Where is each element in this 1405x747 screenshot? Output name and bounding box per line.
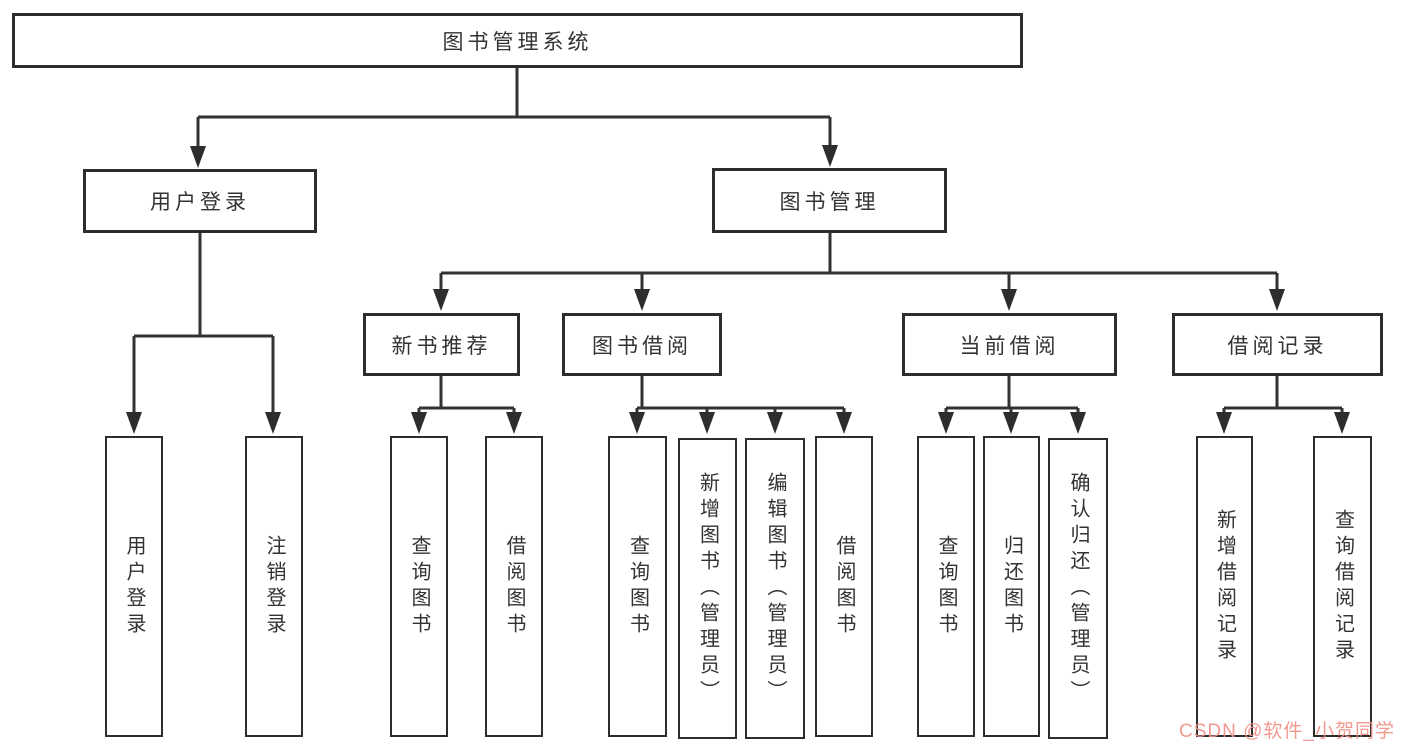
leaf-label: 确认归还（管理员） — [1067, 471, 1089, 706]
edge-bookmgmt-to-level3 — [439, 233, 1279, 291]
arrow-down-icon — [629, 412, 645, 434]
edge-borrow-to-leaves — [635, 376, 846, 414]
leaf-confirm-return-admin: 确认归还（管理员） — [1048, 438, 1108, 739]
leaf-label: 查询图书 — [626, 534, 649, 639]
arrowheads — [126, 145, 1350, 434]
leaf-label: 新增借阅记录 — [1213, 508, 1236, 665]
leaf-label: 查询图书 — [935, 534, 957, 639]
arrow-down-icon — [506, 412, 522, 434]
node-borrow-records: 借阅记录 — [1172, 313, 1383, 376]
leaf-query-books-current: 查询图书 — [917, 436, 975, 737]
leaf-label: 查询借阅记录 — [1331, 508, 1354, 665]
arrow-down-icon — [767, 412, 783, 434]
arrow-down-icon — [1070, 412, 1086, 434]
leaf-borrow-books: 借阅图书 — [815, 436, 873, 737]
arrow-down-icon — [836, 412, 852, 434]
node-current-borrow: 当前借阅 — [902, 313, 1117, 376]
arrow-down-icon — [1269, 289, 1285, 311]
edge-newbook-to-leaves — [417, 376, 516, 414]
node-user-login: 用户登录 — [83, 169, 317, 233]
leaf-label: 用户登录 — [123, 534, 145, 639]
arrow-down-icon — [265, 412, 281, 434]
leaf-edit-book-admin: 编辑图书（管理员） — [745, 438, 805, 739]
arrow-down-icon — [938, 412, 954, 434]
leaf-label: 查询图书 — [408, 534, 430, 639]
csdn-watermark: CSDN @软件_小贺同学 — [1179, 721, 1395, 742]
leaf-label: 归还图书 — [1000, 534, 1023, 639]
leaf-borrow-books-recommend: 借阅图书 — [485, 436, 543, 737]
arrow-down-icon — [1003, 412, 1019, 434]
arrow-down-icon — [433, 289, 449, 311]
arrow-down-icon — [190, 146, 206, 168]
leaf-label: 注销登录 — [263, 534, 285, 639]
leaf-label: 新增图书（管理员） — [696, 471, 719, 706]
node-root-system: 图书管理系统 — [12, 13, 1023, 68]
leaf-query-borrow-record: 查询借阅记录 — [1313, 436, 1372, 737]
leaf-add-borrow-record: 新增借阅记录 — [1196, 436, 1253, 737]
edge-root-to-level2 — [196, 68, 832, 148]
arrow-down-icon — [1001, 289, 1017, 311]
arrow-down-icon — [634, 289, 650, 311]
arrow-down-icon — [411, 412, 427, 434]
edge-userlogin-to-leaves — [132, 233, 275, 414]
leaf-add-book-admin: 新增图书（管理员） — [678, 438, 737, 739]
leaf-label: 借阅图书 — [503, 534, 525, 639]
node-new-book-recommend: 新书推荐 — [363, 313, 520, 376]
edge-records-to-leaves — [1222, 376, 1344, 414]
edge-current-to-leaves — [944, 376, 1080, 414]
arrow-down-icon — [822, 145, 838, 167]
leaf-logout: 注销登录 — [245, 436, 303, 737]
leaf-label: 编辑图书（管理员） — [764, 471, 786, 706]
arrow-down-icon — [1216, 412, 1232, 434]
arrow-down-icon — [699, 412, 715, 434]
arrow-down-icon — [126, 412, 142, 434]
leaf-query-books-recommend: 查询图书 — [390, 436, 448, 737]
leaf-query-books-borrow: 查询图书 — [608, 436, 667, 737]
arrow-down-icon — [1334, 412, 1350, 434]
leaf-user-login: 用户登录 — [105, 436, 163, 737]
leaf-return-books: 归还图书 — [983, 436, 1040, 737]
node-book-borrow: 图书借阅 — [562, 313, 722, 376]
node-book-management: 图书管理 — [712, 168, 947, 233]
leaf-label: 借阅图书 — [833, 534, 855, 639]
